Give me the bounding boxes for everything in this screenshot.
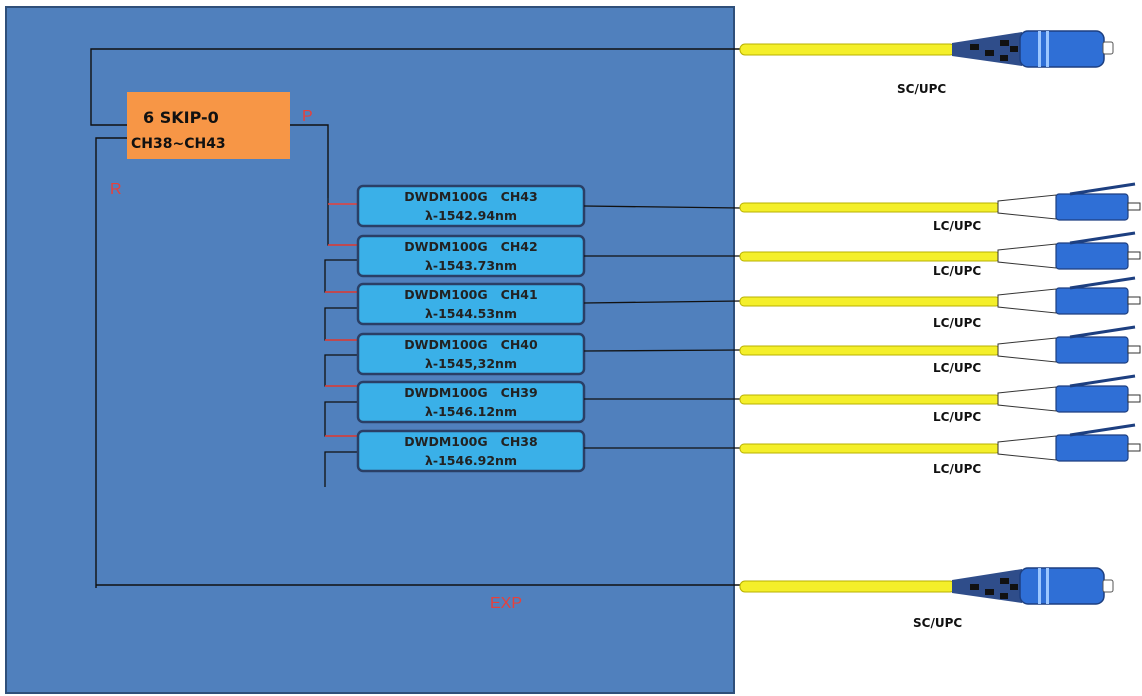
filter-name: DWDM100G CH38 xyxy=(404,434,537,449)
connector-label-ch38: LC/UPC xyxy=(933,462,981,476)
filter-name: DWDM100G CH40 xyxy=(404,337,538,352)
filter-wavelength: λ-1542.94nm xyxy=(425,208,517,223)
tap-stubs xyxy=(325,203,360,437)
filter-wavelength: λ-1543.73nm xyxy=(425,258,517,273)
connector-label-ch42: LC/UPC xyxy=(933,264,981,278)
pass-line xyxy=(290,124,329,198)
filter-ch41: DWDM100G CH41 λ-1544.53nm xyxy=(356,282,586,326)
connector-label-top: SC/UPC xyxy=(897,82,946,96)
port-label-r: R xyxy=(110,181,122,198)
connector-label-ch39: LC/UPC xyxy=(933,410,981,424)
skip-subtitle: CH38~CH43 xyxy=(131,136,226,152)
filter-wavelength: λ-1546.12nm xyxy=(425,404,517,419)
filter-name: DWDM100G CH41 xyxy=(404,287,537,302)
sc-upc-connector-bottom xyxy=(739,567,1114,605)
connector-label-bottom: SC/UPC xyxy=(913,616,962,630)
skip-filter: 6 SKIP-0 CH38~CH43 xyxy=(127,92,290,159)
filter-name: DWDM100G CH39 xyxy=(404,385,537,400)
filter-ch39: DWDM100G CH39 λ-1546.12nm xyxy=(356,380,586,424)
common-line xyxy=(90,48,740,126)
filter-name: DWDM100G CH43 xyxy=(404,189,537,204)
connector-label-ch41: LC/UPC xyxy=(933,316,981,330)
lc-upc-connector-ch39 xyxy=(739,374,1141,413)
lc-upc-connector-ch40 xyxy=(739,325,1141,364)
filter-name: DWDM100G CH42 xyxy=(404,239,537,254)
filter-ch38: DWDM100G CH38 λ-1546.92nm xyxy=(356,429,586,473)
skip-box xyxy=(127,92,290,159)
connector-label-ch43: LC/UPC xyxy=(933,219,981,233)
lc-upc-connector-ch38 xyxy=(739,423,1141,462)
filter-wavelength: λ-1544.53nm xyxy=(425,306,517,321)
sc-upc-connector-top xyxy=(739,30,1114,68)
port-label-exp: EXP xyxy=(490,595,522,612)
port-label-p: P xyxy=(302,108,313,125)
filter-ch42: DWDM100G CH42 λ-1543.73nm xyxy=(356,234,586,278)
filter-ch43: DWDM100G CH43 λ-1542.94nm xyxy=(356,184,586,228)
filter-wavelength: λ-1545,32nm xyxy=(425,356,517,371)
filter-output-lines xyxy=(583,205,741,449)
lc-upc-connector-ch41 xyxy=(739,276,1141,315)
connector-label-ch40: LC/UPC xyxy=(933,361,981,375)
reflect-line xyxy=(95,137,127,588)
lc-upc-connector-ch42 xyxy=(739,231,1141,270)
filter-wavelength: λ-1546.92nm xyxy=(425,453,517,468)
skip-wiring xyxy=(90,48,740,588)
skip-title: 6 SKIP-0 xyxy=(143,108,219,127)
filter-ch40: DWDM100G CH40 λ-1545,32nm xyxy=(356,332,586,376)
lc-upc-connector-ch43 xyxy=(739,182,1141,221)
